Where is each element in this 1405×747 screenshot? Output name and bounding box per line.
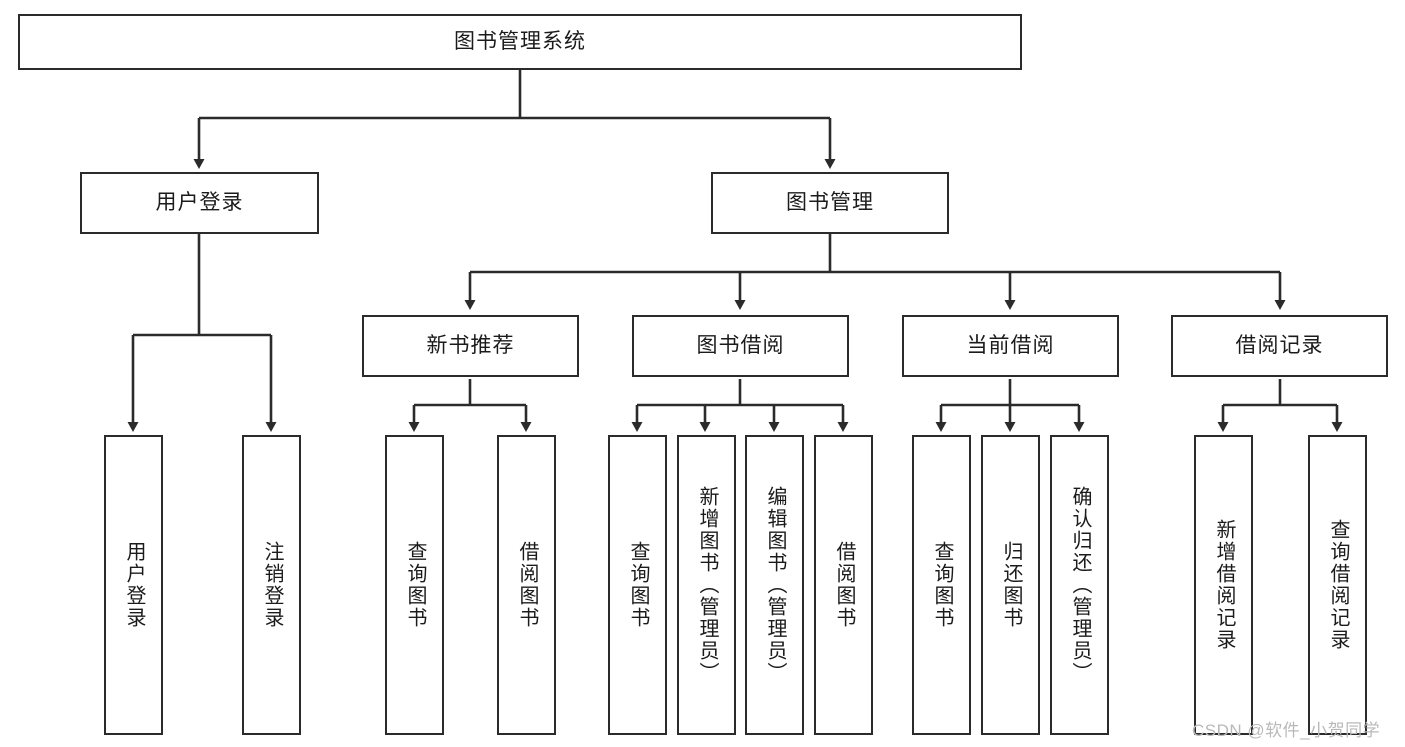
node-label: 归还图书 xyxy=(1000,541,1022,629)
node-label: 用户登录 xyxy=(155,191,244,215)
node-label: 当前借阅 xyxy=(966,334,1055,358)
node-book-management[interactable]: 图书管理 xyxy=(711,172,949,234)
node-label: 图书借阅 xyxy=(696,334,785,358)
node-label: 查询图书 xyxy=(931,541,953,629)
leaf-borrow-borrow-book[interactable]: 借阅图书 xyxy=(814,435,873,735)
leaf-borrow-edit-book-admin[interactable]: 编辑图书（管理员） xyxy=(745,435,804,735)
node-label: 注销登录 xyxy=(261,541,283,629)
csdn-watermark: CSDN @软件_小贺同学 xyxy=(1192,716,1380,741)
node-label: 新增借阅记录 xyxy=(1213,519,1235,651)
node-label: 借阅图书 xyxy=(833,541,855,629)
leaf-borrow-add-book-admin[interactable]: 新增图书（管理员） xyxy=(677,435,736,735)
watermark-text: CSDN @软件_小贺同学 xyxy=(1192,721,1381,740)
node-user-login[interactable]: 用户登录 xyxy=(80,172,319,234)
leaf-current-query-book[interactable]: 查询图书 xyxy=(912,435,971,735)
node-new-book-recommend[interactable]: 新书推荐 xyxy=(362,315,579,377)
node-label: 确认归还（管理员） xyxy=(1069,486,1091,684)
node-label: 用户登录 xyxy=(123,541,145,629)
node-label: 图书管理 xyxy=(786,191,874,215)
leaf-current-confirm-return-admin[interactable]: 确认归还（管理员） xyxy=(1050,435,1109,735)
node-label: 编辑图书（管理员） xyxy=(764,486,786,684)
node-book-borrow[interactable]: 图书借阅 xyxy=(632,315,849,377)
node-borrow-record[interactable]: 借阅记录 xyxy=(1171,315,1388,377)
node-label: 查询图书 xyxy=(627,541,649,629)
leaf-recommend-borrow-book[interactable]: 借阅图书 xyxy=(497,435,556,735)
leaf-borrow-query-book[interactable]: 查询图书 xyxy=(608,435,667,735)
leaf-record-query-record[interactable]: 查询借阅记录 xyxy=(1308,435,1367,735)
leaf-recommend-query-book[interactable]: 查询图书 xyxy=(385,435,444,735)
node-label: 查询图书 xyxy=(404,541,426,629)
node-label: 图书管理系统 xyxy=(454,30,586,54)
node-current-borrow[interactable]: 当前借阅 xyxy=(902,315,1119,377)
node-label: 新书推荐 xyxy=(426,334,515,358)
leaf-user-login-login[interactable]: 用户登录 xyxy=(104,435,163,735)
node-label: 借阅记录 xyxy=(1235,334,1324,358)
leaf-user-login-logout[interactable]: 注销登录 xyxy=(242,435,301,735)
node-root-system[interactable]: 图书管理系统 xyxy=(18,14,1022,70)
leaf-record-add-record[interactable]: 新增借阅记录 xyxy=(1194,435,1253,735)
node-label: 借阅图书 xyxy=(516,541,538,629)
leaf-current-return-book[interactable]: 归还图书 xyxy=(981,435,1040,735)
node-label: 新增图书（管理员） xyxy=(696,486,718,684)
node-label: 查询借阅记录 xyxy=(1327,519,1349,651)
